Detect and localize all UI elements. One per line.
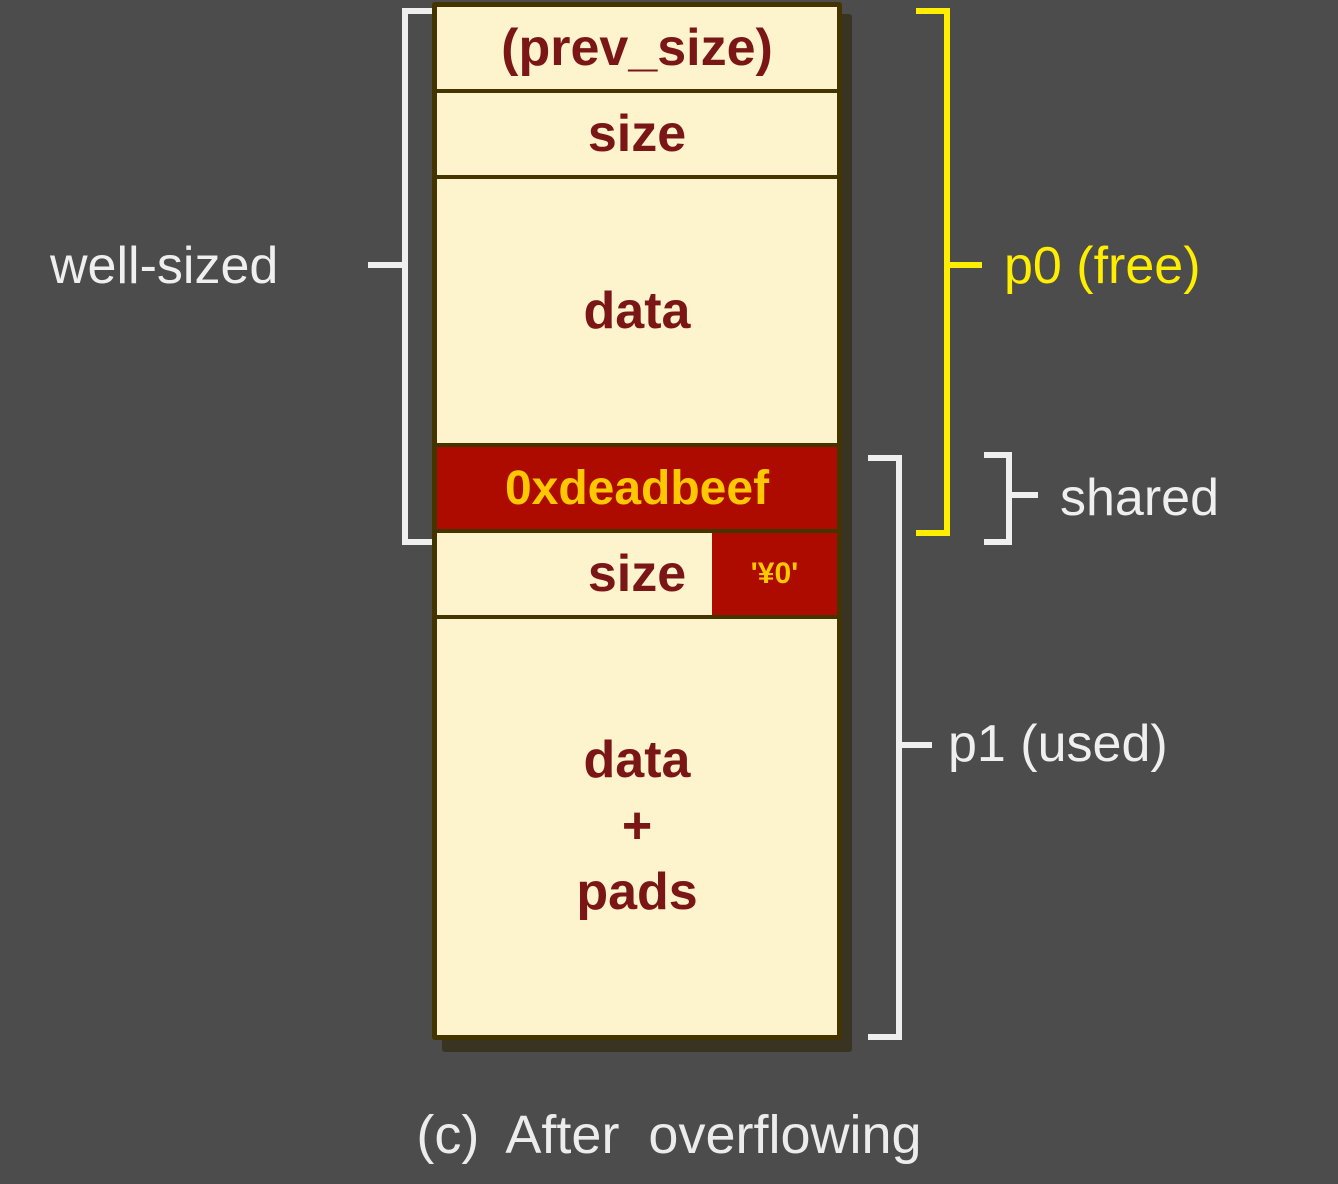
shared-bracket-top-arm: [984, 452, 1012, 458]
p1-bracket-tick: [902, 742, 932, 748]
well-sized-label: well-sized: [50, 237, 279, 295]
shared-bracket-vertical: [1006, 452, 1012, 545]
field-size-p1-label: size: [587, 545, 687, 603]
field-overflow-deadbeef: 0xdeadbeef: [437, 447, 837, 533]
field-prev-size-label: (prev_size): [501, 19, 773, 77]
field-prev-size: (prev_size): [437, 7, 837, 93]
heap-chunk: (prev_size) size data 0xdeadbeef size '¥…: [432, 2, 842, 1040]
field-size-p0: size: [437, 93, 837, 179]
p0-label: p0 (free): [1004, 237, 1201, 295]
field-data-p0-label: data: [583, 282, 691, 340]
well-sized-bracket-tick: [368, 262, 402, 268]
p1-bracket-vertical: [896, 455, 902, 1040]
p0-bracket-top-arm: [916, 8, 950, 14]
field-data-pads-line1: data: [583, 731, 691, 790]
figure-caption: (c) After overflowing: [416, 1105, 922, 1165]
p0-bracket-vertical: [944, 8, 950, 536]
shared-label: shared: [1060, 469, 1219, 527]
p0-bracket-tick: [950, 262, 982, 268]
field-size-p0-label: size: [587, 105, 687, 163]
well-sized-bracket-top-arm: [402, 8, 432, 14]
p1-bracket-bottom-arm: [868, 1034, 902, 1040]
p1-bracket-top-arm: [868, 455, 902, 461]
field-data-pads-line3: pads: [576, 862, 698, 921]
field-data-pads-p1: data + pads: [437, 619, 837, 1035]
p1-label: p1 (used): [948, 715, 1168, 773]
field-data-p0: data: [437, 179, 837, 447]
shared-bracket-bottom-arm: [984, 539, 1012, 545]
shared-bracket-tick: [1012, 492, 1038, 498]
field-overflow-deadbeef-label: 0xdeadbeef: [504, 461, 770, 515]
overflow-null-byte-box: '¥0': [712, 533, 837, 615]
overflow-null-byte-label: '¥0': [750, 557, 799, 590]
well-sized-bracket-bottom-arm: [402, 539, 432, 545]
field-size-p1: size '¥0': [437, 533, 837, 619]
p0-bracket-bottom-arm: [916, 530, 950, 536]
well-sized-bracket-vertical: [402, 8, 408, 545]
field-data-pads-line2: +: [621, 797, 653, 856]
